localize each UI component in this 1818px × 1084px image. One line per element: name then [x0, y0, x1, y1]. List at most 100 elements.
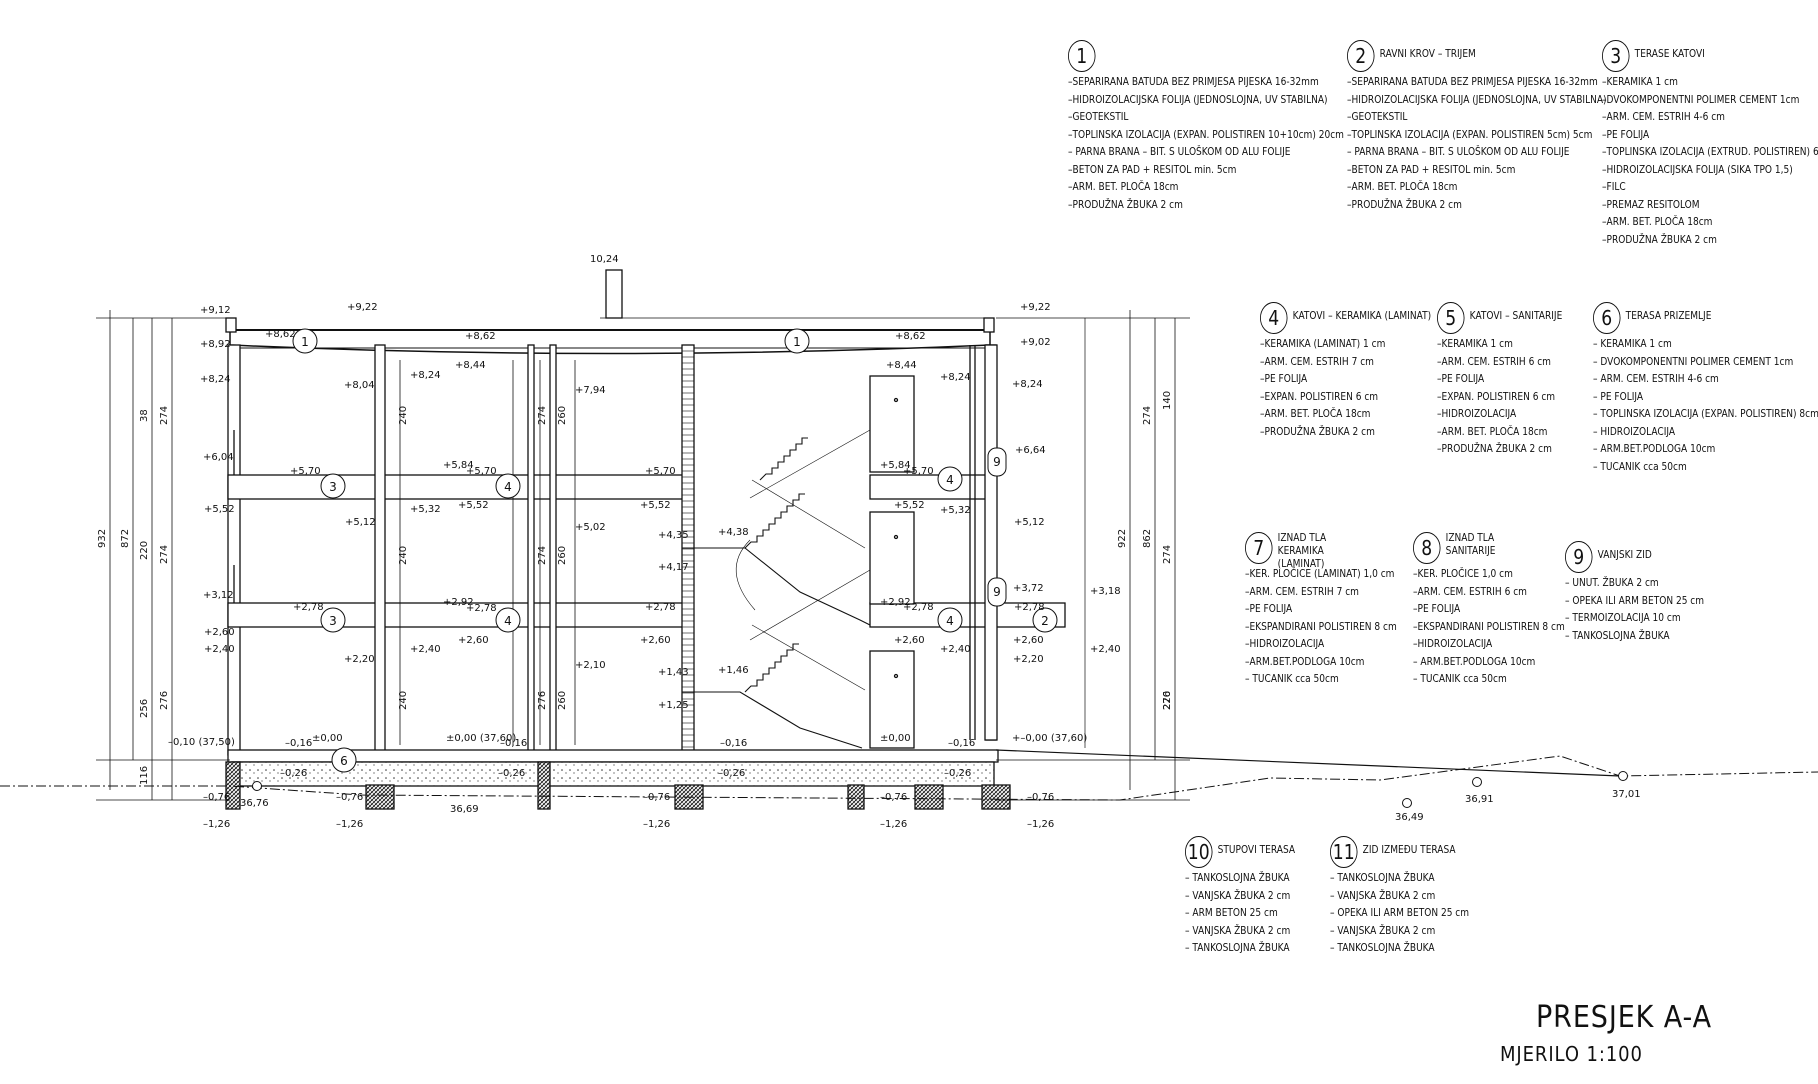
elevation-label: –1,26 [203, 819, 230, 830]
layer-tag: 9 [993, 585, 1001, 599]
elevation-label: +9,22 [347, 302, 378, 313]
dimension-label: 274 [1142, 406, 1153, 425]
spec-item: –KER. PLOČICE (LAMINAT) 1,0 cm [1245, 568, 1395, 580]
spec-item: – VANJSKA ŽBUKA 2 cm [1185, 889, 1291, 902]
spec-item: – ARM BETON 25 cm [1185, 907, 1278, 919]
elevation-label: +7,94 [575, 385, 606, 396]
elevation-label: +2,60 [1013, 635, 1044, 646]
spec-item: –BETON ZA PAD + RESITOL min. 5cm [1347, 163, 1516, 176]
elevation-label: +5,52 [458, 500, 489, 511]
dimension-label: 274 [537, 406, 548, 425]
elevation-label: ±0,00 (37,60) [446, 733, 516, 744]
spec-item: – PARNA BRANA – BIT. S ULOŠKOM OD ALU FO… [1068, 146, 1291, 158]
spec-item: –BETON ZA PAD + RESITOL min. 5cm [1068, 163, 1237, 176]
spec-item: – VANJSKA ŽBUKA 2 cm [1185, 924, 1291, 937]
spec-item: –PREMAZ RESITOLOM [1602, 198, 1700, 211]
chimney [605, 269, 623, 319]
elevation-label: –0,76 [1027, 792, 1054, 803]
spec-item: –GEOTEKSTIL [1068, 111, 1129, 123]
elevation-label: +4,17 [658, 562, 689, 573]
spec-items: – KERAMIKA 1 cm – DVOKOMPONENTNI POLIMER… [1593, 336, 1818, 476]
spec-title: KATOVI – SANITARIJE [1469, 310, 1563, 322]
spec-item: –ARM. BET. PLOČA 18cm [1260, 408, 1371, 420]
spec-number: 7 [1245, 532, 1273, 564]
elevation-label: +5,84 [443, 460, 474, 471]
elevation-label: +2,20 [344, 654, 375, 665]
spec-item: –PE FOLIJA [1260, 373, 1308, 385]
dimension-label: 872 [120, 529, 131, 548]
spec-item: –HIDROIZOLACIJSKA FOLIJA (JEDNOSLOJNA, U… [1347, 93, 1607, 106]
elevation-label: –0,76 [880, 792, 907, 803]
spec-item: – VANJSKA ŽBUKA 2 cm [1330, 889, 1436, 902]
spec-item: –GEOTEKSTIL [1347, 111, 1408, 123]
spec-item: – ARM.BET.PODLOGA 10cm [1593, 443, 1716, 455]
dimension-label: 140 [1162, 391, 1173, 410]
spec-item: –SEPARIRANA BATUDA BEZ PRIMJESA PIJESKA … [1068, 76, 1319, 88]
elevation-label: +1,46 [718, 665, 749, 676]
scale-label: MJERILO 1:100 [1500, 1042, 1643, 1066]
elevation-label: +8,62 [265, 329, 296, 340]
dimension-label: 220 [139, 541, 150, 560]
spec-item: –PE FOLIJA [1437, 373, 1485, 385]
spec-items: –KER. PLOČICE 1,0 cm –ARM. CEM. ESTRIH 6… [1413, 566, 1565, 689]
layer-tag: 2 [1041, 614, 1049, 628]
elevation-label: +–0,00 (37,60) [1012, 733, 1087, 744]
elevation-label: –0,76 [203, 792, 230, 803]
elevation-label: +2,78 [903, 602, 934, 613]
elevation-label: +2,20 [1013, 654, 1044, 665]
spec-item: – ARM.BET.PODLOGA 10cm [1413, 655, 1536, 668]
spec-title: ZID IZMEĐU TERASA [1362, 844, 1456, 856]
spec-title: RAVNI KROV – TRIJEM [1379, 48, 1476, 60]
elevation-label: +2,78 [645, 602, 676, 613]
spec-item: –ARM. CEM. ESTRIH 7 cm [1245, 585, 1359, 598]
elevation-label: –0,16 [285, 738, 312, 749]
spec-number: 5 [1437, 302, 1465, 334]
elevation-label: +8,24 [1012, 379, 1043, 390]
spec-item: – OPEKA ILI ARM BETON 25 cm [1565, 594, 1705, 607]
spec-item: –ARM.BET.PODLOGA 10cm [1245, 655, 1365, 668]
spec-number: 2 [1347, 40, 1375, 72]
spec-number: 1 [1068, 40, 1096, 72]
spec-title: IZNAD TLA SANITARIJE [1445, 532, 1496, 557]
elevation-label: –1,26 [643, 819, 670, 830]
elevation-label: +5,02 [575, 522, 606, 533]
elevation-label: –0,16 [948, 738, 975, 749]
spec-number: 3 [1602, 40, 1630, 72]
elevation-label: +2,92 [443, 597, 474, 608]
spec-item: –TOPLINSKA IZOLACIJA (EXTRUD. POLISTIREN… [1602, 146, 1818, 158]
layer-tag: 4 [946, 614, 954, 628]
spec-item: –ARM. BET. PLOČA 18cm [1347, 181, 1458, 193]
spec-number: 10 [1185, 836, 1213, 868]
gravel-bed [231, 761, 995, 787]
spec-item: –EKSPANDIRANI POLISTIREN 8 cm [1413, 620, 1565, 633]
elevation-label: +5,32 [410, 504, 441, 515]
spec-item: –HIDROIZOLACIJSKA FOLIJA (JEDNOSLOJNA, U… [1068, 93, 1328, 106]
spec-item: – PARNA BRANA – BIT. S ULOŠKOM OD ALU FO… [1347, 146, 1570, 158]
layer-tag: 1 [793, 335, 801, 349]
elevation-label: +8,24 [410, 370, 441, 381]
layer-tag: 4 [504, 614, 512, 628]
elevation-label: –0,26 [944, 768, 971, 779]
elevation-label: +5,52 [894, 500, 925, 511]
elevation-label: +5,32 [940, 505, 971, 516]
elevation-label: +1,25 [658, 700, 689, 711]
spec-title: TERASA PRIZEMLJE [1625, 310, 1712, 322]
spec-item: –KERAMIKA 1 cm [1437, 338, 1513, 350]
terrain-label: 36,91 [1465, 794, 1494, 805]
spec-item: – KERAMIKA 1 cm [1593, 338, 1672, 350]
dimension-label: 276 [1162, 691, 1173, 710]
elevation-label: –0,76 [336, 792, 363, 803]
dimension-label: 38 [139, 409, 150, 422]
dimension-label: 862 [1142, 529, 1153, 548]
elevation-label: +5,12 [345, 517, 376, 528]
elevation-label: –0,76 [643, 792, 670, 803]
spec-item: –ARM. CEM. ESTRIH 4-6 cm [1602, 111, 1725, 123]
elevation-label: +2,78 [1014, 602, 1045, 613]
spec-item: – TANKOSLOJNA ŽBUKA [1185, 872, 1290, 884]
elevation-label: +5,70 [290, 466, 321, 477]
spec-title: KATOVI – KERAMIKA (LAMINAT) [1292, 310, 1432, 322]
elevation-label: +8,44 [886, 360, 917, 371]
